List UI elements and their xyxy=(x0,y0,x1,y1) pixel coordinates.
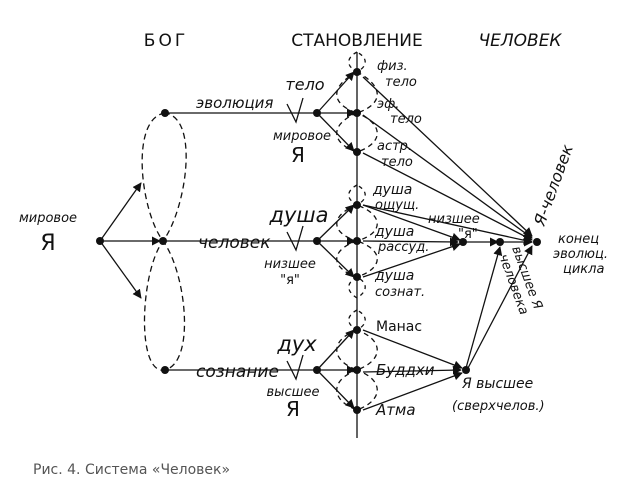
soul-conscious-1: душа xyxy=(374,268,414,284)
node-higher-self-2: (сверхчелов.) xyxy=(452,399,545,414)
body-astral-1: астр. xyxy=(377,139,412,154)
soul-sentient-2: ощущ. xyxy=(375,198,419,213)
label-world-self-1: мировое xyxy=(273,129,331,144)
branch-consciousness: сознание xyxy=(196,362,279,382)
world-self-label-1: мировое xyxy=(19,211,77,226)
label-higher-self-1: высшее xyxy=(267,385,320,400)
figure-caption: Рис. 4. Система «Человек» xyxy=(33,462,231,478)
world-self-label-2: Я xyxy=(40,231,55,256)
label-end-1: конец xyxy=(558,232,599,247)
label-soul: душа xyxy=(268,203,328,227)
label-lower-self-2: "я" xyxy=(280,273,300,288)
spirit-atma: Атма xyxy=(375,401,416,419)
label-end-2: эволюц. xyxy=(553,247,608,262)
label-ya-human: Я-человек xyxy=(530,142,577,230)
node-higher-self-1: Я высшее xyxy=(461,376,533,392)
header-human: ЧЕЛОВЕК xyxy=(478,31,562,51)
spirit-manas: Манас xyxy=(376,319,422,335)
arrow-to-top xyxy=(99,182,142,242)
node-lower-self-2: "я" xyxy=(458,227,478,242)
header-god: БОГ xyxy=(144,31,188,51)
soul-sentient-1: душа xyxy=(372,182,412,198)
arrow-to-bottom xyxy=(99,240,142,299)
branch-evolution: эволюция xyxy=(196,94,273,112)
spirit-buddhi: Буддхи xyxy=(376,361,435,379)
body-astral-2: тело xyxy=(381,155,413,170)
label-end-3: цикла xyxy=(563,262,604,277)
label-higher-self-2: Я xyxy=(286,397,300,421)
label-lower-self-1: низшее xyxy=(264,257,316,272)
label-world-self-2: Я xyxy=(291,143,305,167)
soul-conscious-2: сознат. xyxy=(375,285,425,300)
node-lower-self-1: низшее xyxy=(428,212,480,227)
body-ether-1: эф. xyxy=(377,97,399,112)
body-phys-1: физ. xyxy=(377,59,408,74)
header-becoming: СТАНОВЛЕНИЕ xyxy=(291,31,422,51)
soul-rational-2: рассуд. xyxy=(377,240,429,255)
branch-human: человек xyxy=(198,233,271,253)
body-ether-2: тело xyxy=(390,112,422,127)
body-phys-2: тело xyxy=(385,75,417,90)
label-spirit: дух xyxy=(276,332,317,356)
label-body: тело xyxy=(285,75,324,94)
soul-rational-1: душа xyxy=(374,224,414,240)
